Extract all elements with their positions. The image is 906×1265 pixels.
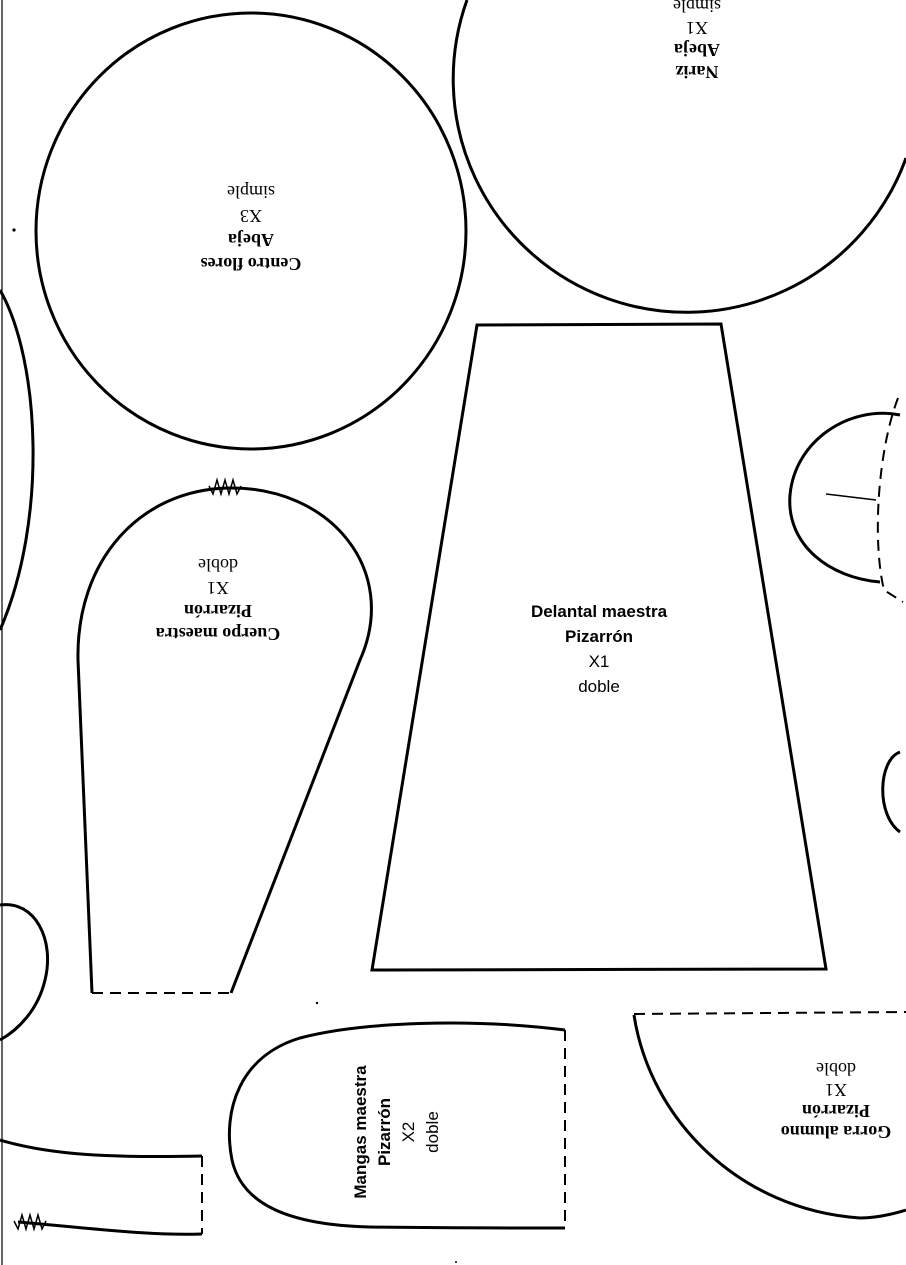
gorra-alumno-subject: Pizarrón — [802, 1101, 870, 1121]
scan-speck — [315, 1001, 319, 1005]
piece-nariz-abeja: Nariz Abeja X1 simple — [451, 0, 906, 314]
partial-shape-right-middle-grain — [825, 493, 877, 501]
centro-flores-subject: Abeja — [228, 230, 274, 250]
cuerpo-maestra-outline — [76, 486, 373, 994]
partial-shape-right-middle — [788, 397, 904, 603]
partial-shape-right-lower — [881, 750, 901, 834]
gorra-alumno-fabric: doble — [816, 1059, 856, 1079]
delantal-maestra-fabric: doble — [578, 677, 620, 696]
delantal-maestra-subject: Pizarrón — [565, 627, 633, 646]
piece-cuerpo-maestra: Cuerpo maestra Pizarrón X1 doble — [76, 477, 373, 994]
partial-shape-left-bottom-outline — [0, 1138, 203, 1236]
cuerpo-maestra-quantity: X1 — [207, 578, 229, 598]
centro-flores-name: Centro flores — [201, 254, 302, 274]
centro-flores-quantity: X3 — [240, 206, 262, 226]
cuerpo-maestra-name: Cuerpo maestra — [156, 624, 280, 644]
cuerpo-maestra-subject: Pizarrón — [184, 601, 252, 621]
nariz-name: Nariz — [676, 62, 719, 82]
nariz-quantity: X1 — [686, 18, 708, 38]
mangas-maestra-name: Mangas maestra — [351, 1065, 370, 1199]
mangas-maestra-subject: Pizarrón — [375, 1098, 394, 1166]
centro-flores-fabric: simple — [227, 182, 275, 202]
mangas-maestra-quantity: X2 — [399, 1122, 418, 1143]
partial-shape-right-middle-outline — [788, 411, 901, 584]
partial-shape-left-lower-top — [0, 903, 50, 1042]
gorra-alumno-outline — [632, 1014, 906, 1220]
nariz-subject: Abeja — [674, 40, 720, 60]
scan-speck — [455, 1261, 457, 1263]
nariz-outline — [451, 0, 906, 314]
gorra-alumno-quantity: X1 — [825, 1080, 847, 1100]
cuerpo-maestra-notch-mark — [208, 477, 242, 497]
delantal-maestra-name: Delantal maestra — [531, 602, 668, 621]
delantal-maestra-quantity: X1 — [589, 652, 610, 671]
gorra-alumno-fold-line — [633, 1011, 906, 1015]
mangas-maestra-outline — [227, 1021, 566, 1230]
piece-centro-flores: Centro flores Abeja X3 simple — [34, 11, 468, 451]
mangas-maestra-fabric: doble — [423, 1111, 442, 1153]
partial-shape-left-bottom-notch — [13, 1212, 47, 1232]
partial-shape-left-upper — [0, 289, 35, 631]
piece-delantal-maestra: Delantal maestra Pizarrón X1 doble — [370, 322, 828, 972]
scan-speck — [12, 228, 16, 232]
piece-gorra-alumno: Gorra alumno Pizarrón X1 doble — [632, 1011, 906, 1220]
partial-shape-left-bottom — [0, 1138, 203, 1236]
centro-flores-outline — [34, 11, 468, 451]
cuerpo-maestra-fabric: doble — [198, 555, 238, 575]
piece-mangas-maestra: Mangas maestra Pizarrón X2 doble — [227, 1021, 566, 1230]
partial-shape-right-middle-dash — [876, 397, 904, 603]
delantal-maestra-outline — [370, 322, 828, 972]
nariz-fabric: simple — [673, 0, 721, 16]
gorra-alumno-name: Gorra alumno — [781, 1122, 892, 1142]
